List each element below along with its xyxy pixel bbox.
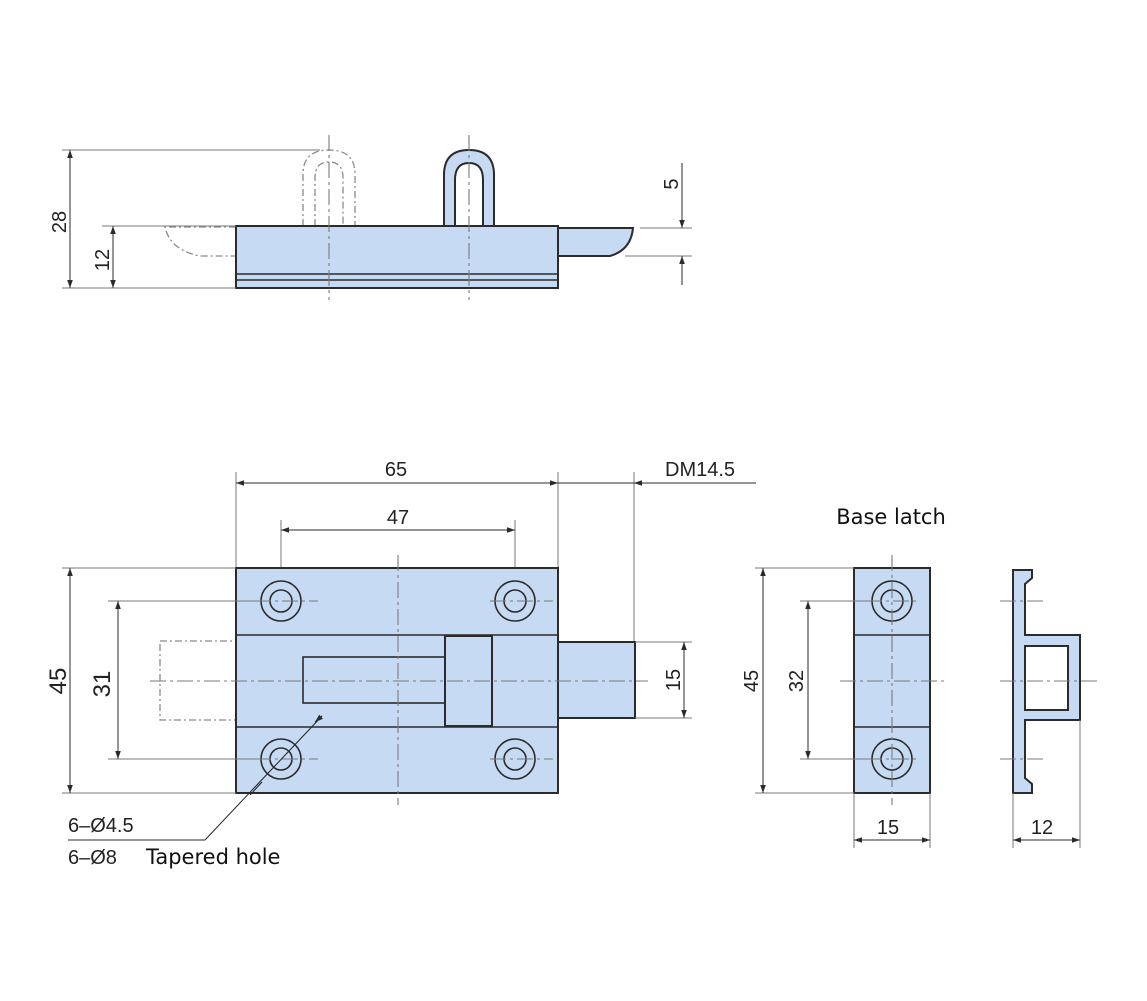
front-bolt bbox=[557, 641, 636, 719]
base-latch-side-view: 12 bbox=[1000, 569, 1098, 848]
side-ghost-bolt bbox=[164, 226, 236, 257]
dim-side-bolt-offset: 5 bbox=[661, 178, 683, 189]
hole-leader-line bbox=[68, 715, 323, 841]
dim-bolt-width: 15 bbox=[663, 669, 685, 691]
hole-spec-note: Tapered hole bbox=[145, 845, 280, 869]
dim-front-hole-spacing-x: 47 bbox=[387, 507, 409, 529]
dim-front-height: 45 bbox=[45, 668, 72, 695]
side-view: 28 12 5 bbox=[49, 135, 692, 300]
dim-latch-height: 45 bbox=[741, 670, 763, 692]
dim-latch-width: 15 bbox=[877, 817, 899, 839]
dim-front-width: 65 bbox=[385, 459, 407, 481]
hole-spec-2: 6–Ø8 bbox=[68, 847, 117, 869]
hole-spec-1: 6–Ø4.5 bbox=[68, 815, 134, 837]
side-bolt bbox=[557, 227, 635, 257]
hole-leader-arrow bbox=[249, 781, 263, 796]
dim-side-body-height: 12 bbox=[92, 249, 114, 271]
side-knob bbox=[443, 148, 495, 227]
base-latch-front-view: Base latch 45 32 15 bbox=[741, 505, 946, 848]
side-ghost-knob bbox=[302, 149, 356, 226]
front-slider-bar bbox=[302, 656, 446, 704]
base-latch-title: Base latch bbox=[836, 505, 946, 529]
dim-latch-depth: 12 bbox=[1031, 817, 1053, 839]
dim-side-total-height: 28 bbox=[49, 211, 71, 233]
dim-front-hole-spacing-y: 31 bbox=[89, 671, 116, 698]
dim-latch-hole-spacing: 32 bbox=[786, 670, 808, 692]
latch-hole-top bbox=[871, 580, 913, 622]
side-body bbox=[235, 225, 559, 289]
front-view: 65 47 DM14.5 bbox=[45, 459, 756, 869]
dim-bolt-diameter: DM14.5 bbox=[665, 459, 735, 481]
